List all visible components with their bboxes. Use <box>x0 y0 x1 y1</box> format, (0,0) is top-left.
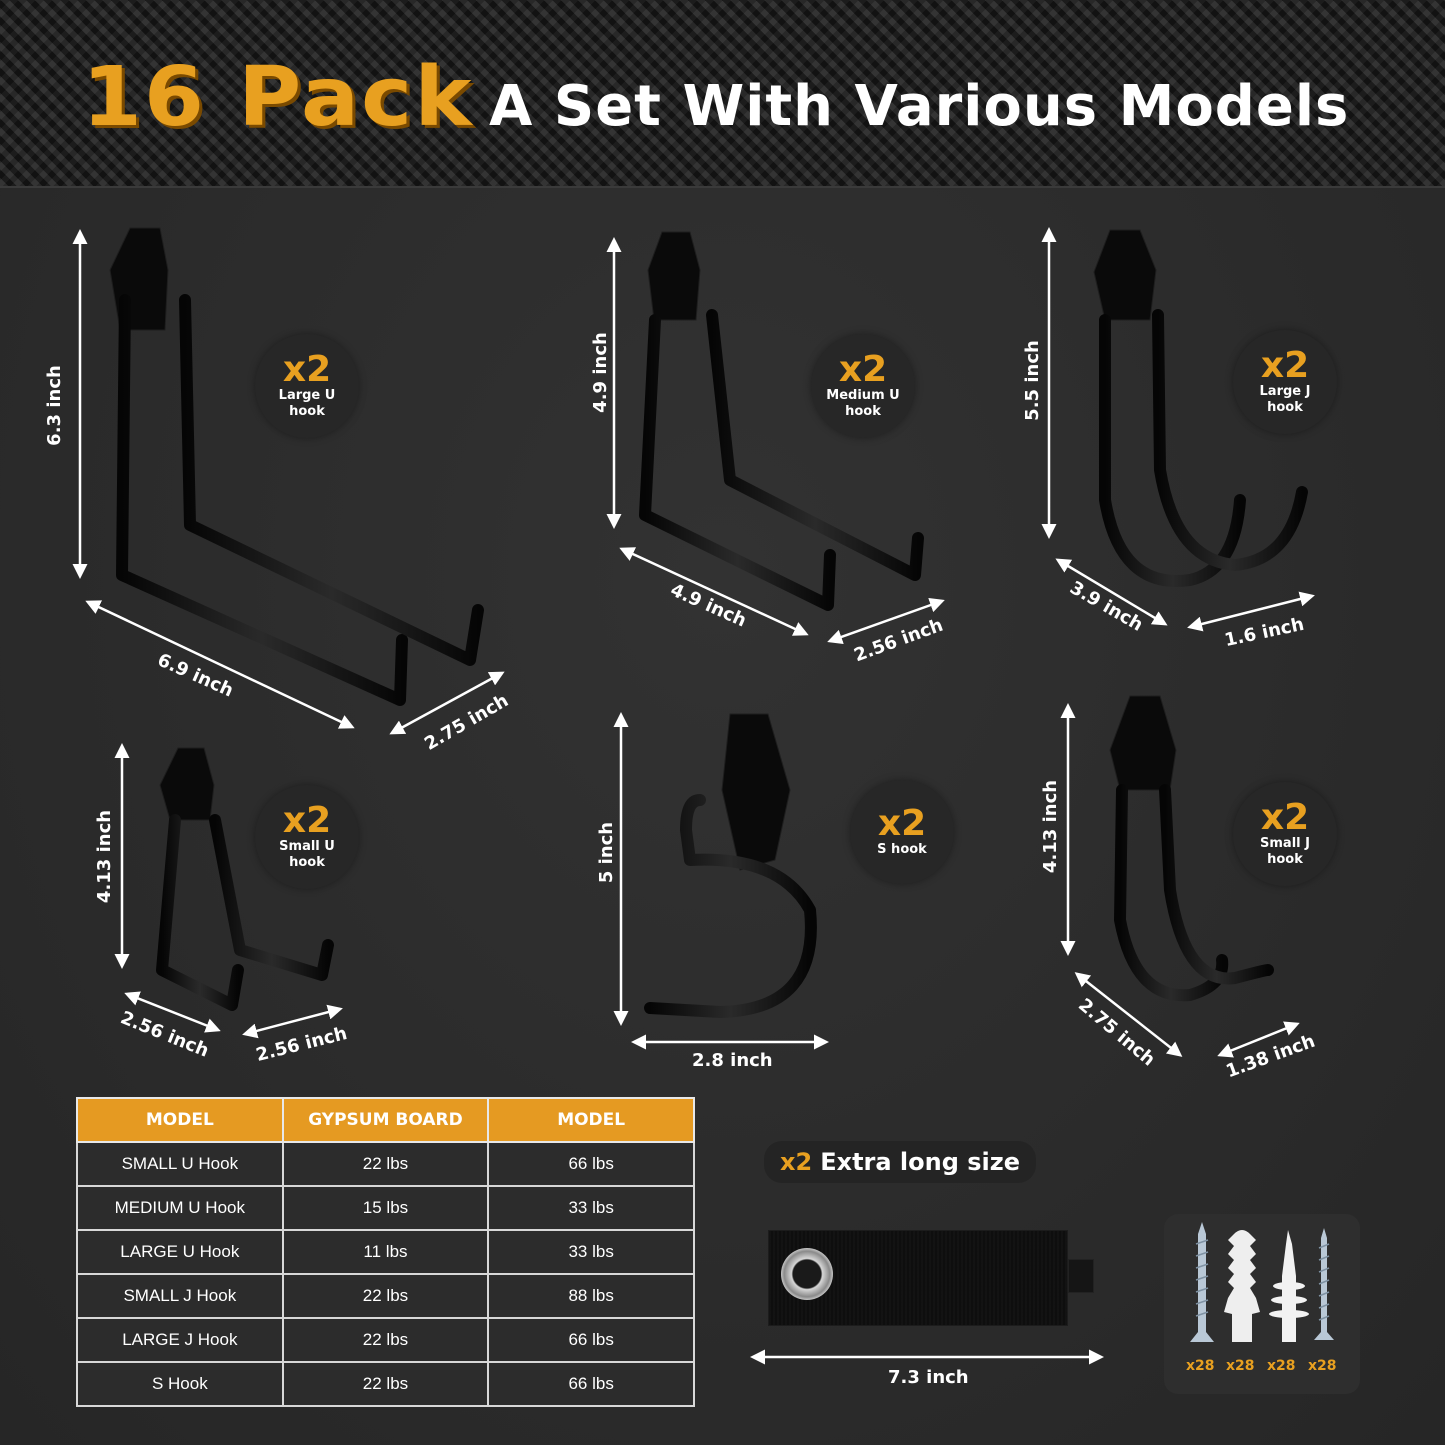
table-row: SMALL J Hook 22 lbs 88 lbs <box>76 1273 695 1319</box>
drywall-anchor-icon <box>1269 1230 1309 1342</box>
cell-model: SMALL J Hook <box>76 1273 284 1319</box>
cell-model: MEDIUM U Hook <box>76 1185 284 1231</box>
load-capacity-table: MODEL GYPSUM BOARD MODEL SMALL U Hook 22… <box>76 1097 695 1407</box>
badge-label: Large J hook <box>1259 384 1311 415</box>
cell-gypsum: 11 lbs <box>281 1229 490 1275</box>
small-j-height-label: 4.13 inch <box>1040 779 1062 874</box>
cell-load: 66 lbs <box>487 1317 695 1363</box>
hardware-panel: x28 x28 x28 x28 <box>1164 1214 1360 1394</box>
screw-icon <box>1314 1228 1334 1340</box>
cell-model: LARGE U Hook <box>76 1229 284 1275</box>
wall-anchor-count: x28 <box>1226 1358 1255 1374</box>
storage-strap-image <box>768 1230 1068 1326</box>
strap-quantity: x2 <box>780 1148 813 1176</box>
cell-load: 88 lbs <box>487 1273 695 1319</box>
cell-gypsum: 22 lbs <box>281 1273 490 1319</box>
cell-model: S Hook <box>76 1361 284 1407</box>
table-row: LARGE U Hook 11 lbs 33 lbs <box>76 1229 695 1275</box>
badge-quantity: x2 <box>838 349 888 390</box>
screw-icon <box>1190 1222 1214 1342</box>
pack-count-title: 16 Pack <box>82 50 474 145</box>
screw-count: x28 <box>1186 1358 1215 1374</box>
headline-subtitle: A Set With Various Models <box>489 74 1350 139</box>
drywall-anchor-count: x28 <box>1267 1358 1296 1374</box>
strap-velcro-tab <box>1068 1259 1094 1293</box>
cell-gypsum: 22 lbs <box>281 1141 490 1187</box>
table-row: MEDIUM U Hook 15 lbs 33 lbs <box>76 1185 695 1231</box>
cell-gypsum: 15 lbs <box>281 1185 490 1231</box>
large-u-height-label: 6.3 inch <box>43 365 65 446</box>
cell-model: LARGE J Hook <box>76 1317 284 1363</box>
badge-quantity: x2 <box>877 803 927 844</box>
table-row: S Hook 22 lbs 66 lbs <box>76 1361 695 1407</box>
badge-label: S hook <box>877 842 927 857</box>
column-header-model-2: MODEL <box>487 1097 695 1143</box>
column-header-gypsum-board: GYPSUM BOARD <box>281 1097 490 1143</box>
badge-label: Small J hook <box>1260 836 1310 867</box>
small-u-height-label: 4.13 inch <box>94 809 116 904</box>
large-u-hook-plate <box>109 227 169 331</box>
screw-count-2: x28 <box>1308 1358 1337 1374</box>
table-header-row: MODEL GYPSUM BOARD MODEL <box>76 1097 695 1143</box>
cell-load: 33 lbs <box>487 1185 695 1231</box>
cell-gypsum: 22 lbs <box>281 1361 490 1407</box>
column-header-model: MODEL <box>76 1097 284 1143</box>
table-row: SMALL U Hook 22 lbs 66 lbs <box>76 1141 695 1187</box>
cell-gypsum: 22 lbs <box>281 1317 490 1363</box>
badge-quantity: x2 <box>1260 797 1310 838</box>
medium-u-height-label: 4.9 inch <box>589 332 611 413</box>
badge-label: Small U hook <box>279 839 335 870</box>
badge-large-u-hook: x2 Large U hook <box>255 334 359 438</box>
cell-load: 33 lbs <box>487 1229 695 1275</box>
strap-description: Extra long size <box>820 1148 1021 1176</box>
wall-anchor-icon <box>1224 1230 1260 1342</box>
badge-medium-u-hook: x2 Medium U hook <box>811 334 915 438</box>
cell-model: SMALL U Hook <box>76 1141 284 1187</box>
badge-s-hook: x2 S hook <box>850 780 954 884</box>
s-hook-width-label: 2.8 inch <box>692 1050 773 1071</box>
strap-length-label: 7.3 inch <box>888 1367 969 1388</box>
badge-label: Large U hook <box>278 388 336 419</box>
s-hook-height-label: 5 inch <box>596 821 618 884</box>
badge-large-j-hook: x2 Large J hook <box>1233 330 1337 434</box>
cell-load: 66 lbs <box>487 1141 695 1187</box>
badge-quantity: x2 <box>1260 345 1310 386</box>
badge-quantity: x2 <box>282 800 332 841</box>
hardware-illustrations <box>1190 1222 1334 1342</box>
badge-quantity: x2 <box>282 349 332 390</box>
large-j-height-label: 5.5 inch <box>1021 340 1043 421</box>
badge-small-j-hook: x2 Small J hook <box>1233 782 1337 886</box>
table-row: LARGE J Hook 22 lbs 66 lbs <box>76 1317 695 1363</box>
badge-small-u-hook: x2 Small U hook <box>255 785 359 889</box>
cell-load: 66 lbs <box>487 1361 695 1407</box>
badge-label: Medium U hook <box>826 388 900 419</box>
strap-label: x2 Extra long size <box>764 1141 1037 1183</box>
grommet-icon <box>781 1248 833 1300</box>
